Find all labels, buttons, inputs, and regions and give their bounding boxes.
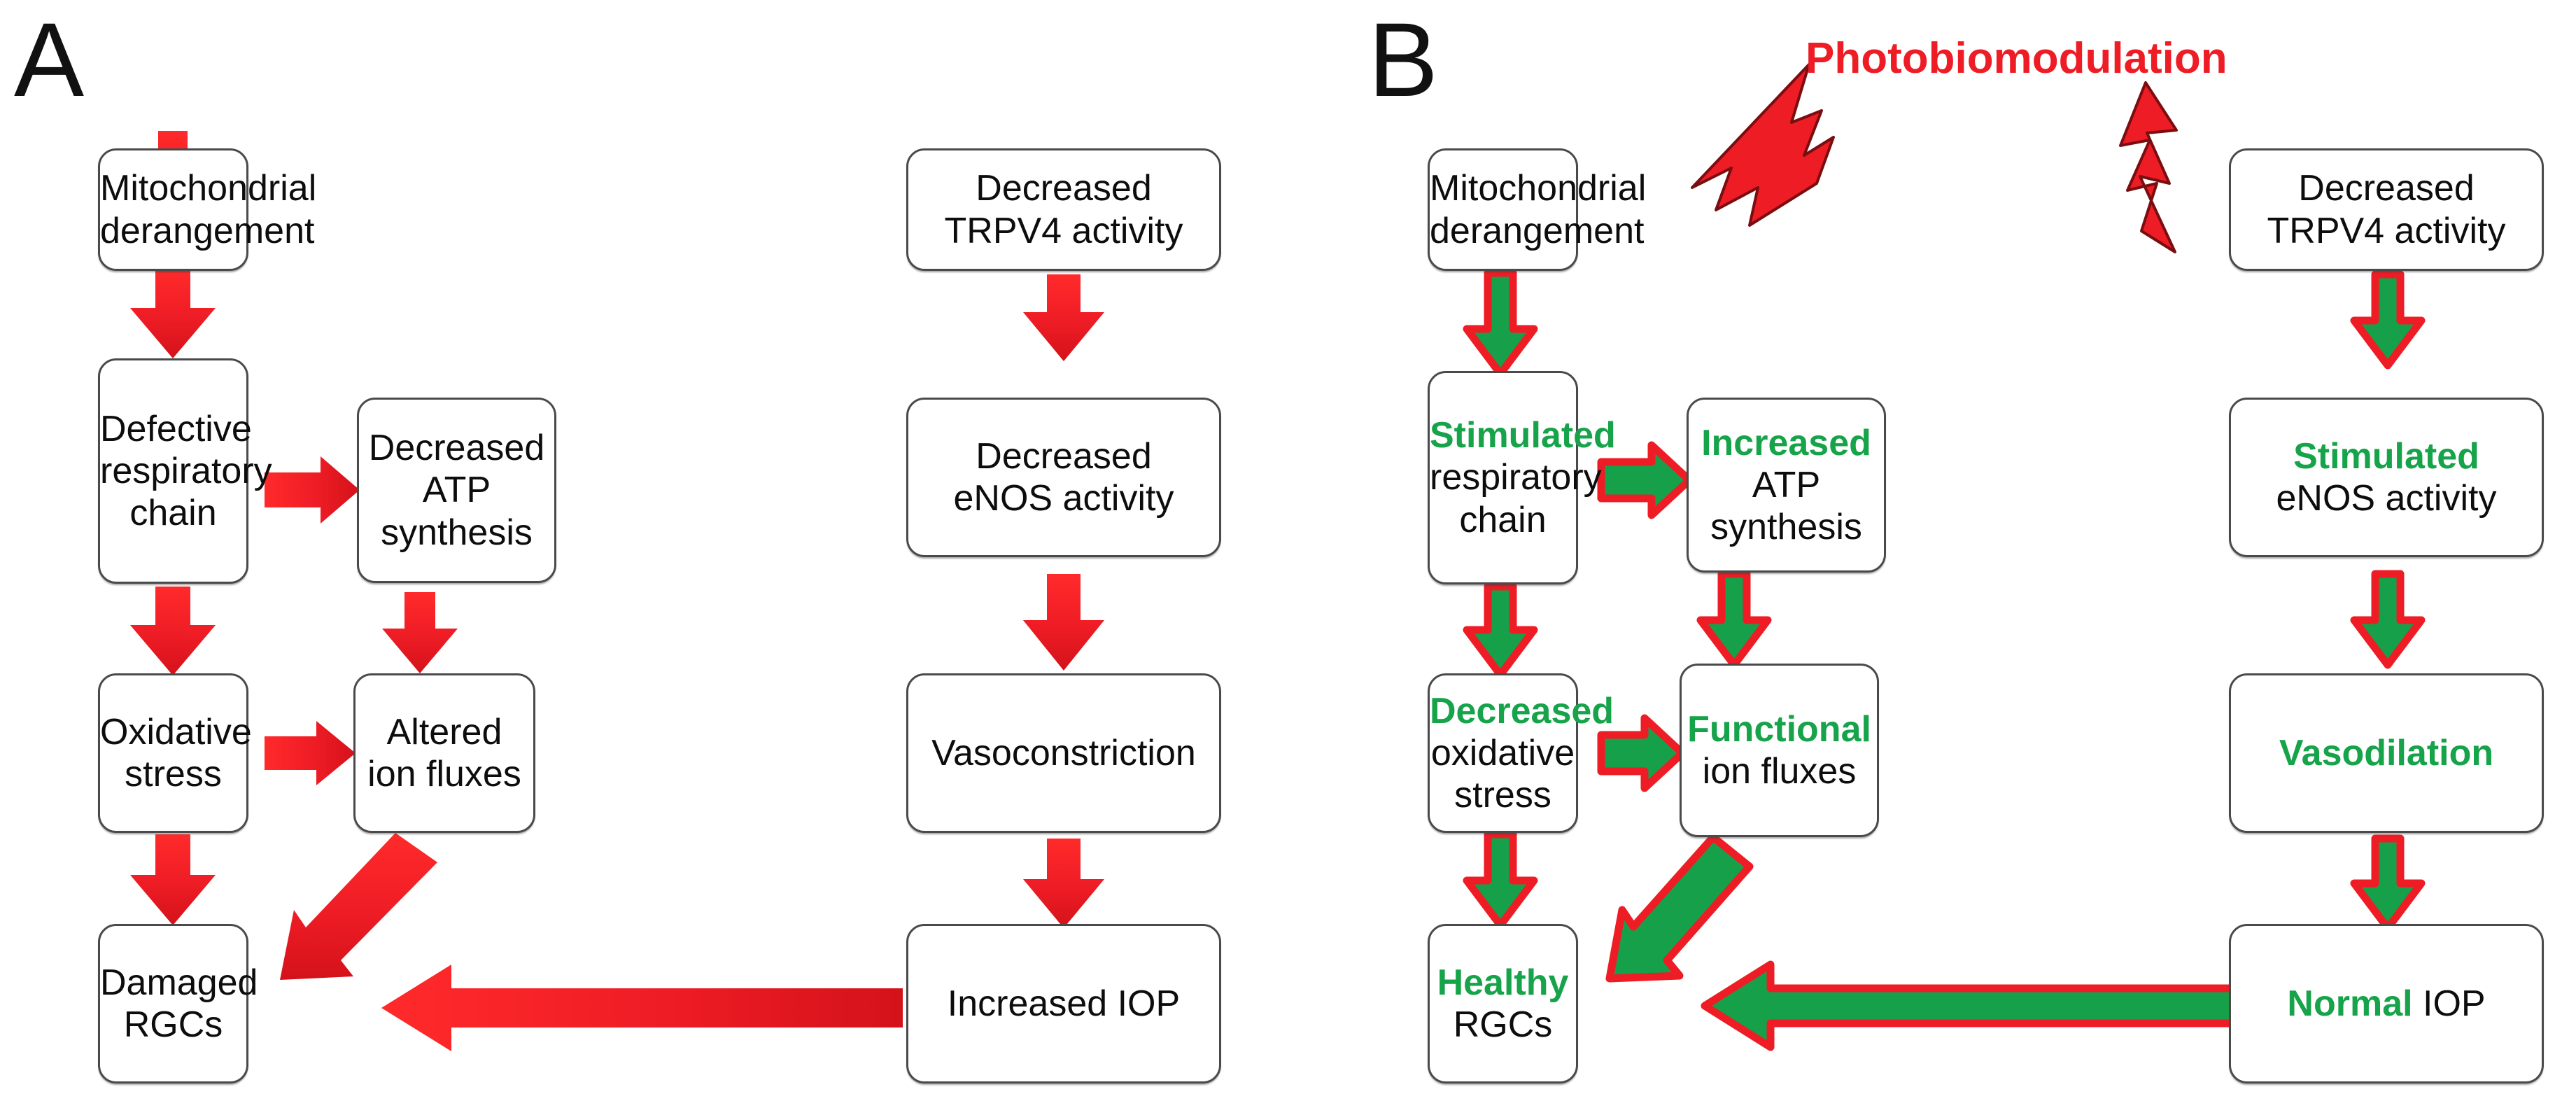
node-line: Increased IOP	[947, 983, 1181, 1024]
arrow-a1	[130, 269, 216, 358]
node-line-highlight: Stimulated	[2293, 435, 2479, 477]
node-line: stress	[1454, 775, 1551, 816]
node-a-decreased-atp-synthesis: Decreased ATP synthesis	[357, 398, 556, 583]
node-line: ion fluxes	[367, 754, 521, 794]
node-line: Decreased	[368, 428, 545, 469]
node-line: derangement	[1430, 210, 1645, 251]
node-a-increased-iop: Increased IOP	[906, 924, 1221, 1084]
arrow-a7	[280, 833, 437, 980]
node-line: derangement	[100, 210, 315, 251]
node-a-vasoconstriction: Vasoconstriction	[906, 673, 1221, 833]
arrow-a5	[265, 721, 356, 785]
node-line: eNOS activity	[953, 478, 1174, 519]
node-b-healthy-rgcs: Healthy RGCs	[1428, 924, 1578, 1084]
node-line-highlight: Normal	[2287, 983, 2413, 1024]
node-b-decreased-oxidative-stress: Decreased oxidative stress	[1428, 673, 1614, 833]
node-line: Damaged	[100, 962, 258, 1003]
node-line: RGCs	[1453, 1004, 1553, 1045]
arrow-b8	[2350, 270, 2426, 370]
arrow-a2	[265, 456, 360, 524]
node-line: TRPV4 activity	[2267, 210, 2506, 251]
arrow-b7	[1605, 833, 1754, 983]
node-b-stimulated-enos-activity: Stimulated eNOS activity	[2229, 398, 2544, 557]
node-a-decreased-enos-activity: Decreased eNOS activity	[906, 398, 1221, 557]
node-line: ion fluxes	[1702, 751, 1857, 792]
node-line: ATP synthesis	[381, 470, 533, 553]
arrow-a8	[1023, 274, 1104, 361]
node-line-highlight: Increased	[1701, 422, 1871, 463]
node-b-increased-atp-synthesis: Increased ATP synthesis	[1687, 398, 1886, 573]
node-line: respiratory	[1430, 457, 1602, 498]
node-line: eNOS activity	[2276, 478, 2497, 519]
arrow-b6	[1463, 830, 1538, 930]
node-a-decreased-trpv4-activity: Decreased TRPV4 activity	[906, 148, 1221, 271]
node-a-defective-respiratory-chain: Defective respiratory chain	[98, 358, 272, 584]
panel-letter-a: A	[14, 1, 84, 118]
node-b-vasodilation: Vasodilation	[2229, 673, 2544, 833]
arrow-a3	[130, 587, 216, 675]
photobiomodulation-title: Photobiomodulation	[1806, 34, 2227, 83]
node-line: RGCs	[123, 1004, 223, 1045]
node-line: IOP	[2412, 983, 2486, 1024]
arrow-b3	[1463, 582, 1538, 679]
node-line-highlight: Vasodilation	[2279, 732, 2494, 773]
arrow-b9	[2350, 570, 2426, 669]
node-line: Decreased	[2298, 168, 2475, 209]
node-line: Mitochondrial	[1430, 168, 1647, 209]
arrow-a6	[130, 834, 216, 925]
node-line: chain	[129, 493, 217, 534]
arrow-b4	[1696, 570, 1772, 669]
node-line: Vasoconstriction	[931, 732, 1196, 773]
node-line-highlight: Stimulated	[1430, 415, 1616, 456]
arrow-b1	[1463, 269, 1538, 378]
node-b-functional-ion-fluxes: Functional ion fluxes	[1680, 664, 1879, 837]
node-line: Defective	[100, 408, 252, 449]
node-line: stress	[125, 754, 222, 794]
node-line: ATP synthesis	[1710, 464, 1862, 548]
node-b-decreased-trpv4-activity: Decreased TRPV4 activity	[2229, 148, 2544, 271]
node-line: chain	[1459, 499, 1547, 540]
lightning-bolt-icon-left	[1691, 63, 1835, 227]
node-b-mitochondrial-derangement: Mitochondrial derangement	[1428, 148, 1647, 271]
node-line: Altered	[386, 711, 502, 752]
node-line: Decreased	[976, 168, 1152, 209]
node-a-mitochondrial-derangement: Mitochondrial derangement	[98, 148, 317, 271]
panel-letter-b: B	[1368, 1, 1438, 118]
node-line-highlight: Healthy	[1437, 962, 1569, 1003]
node-line-highlight: Functional	[1687, 708, 1871, 750]
arrow-a4	[382, 592, 458, 673]
arrow-b2	[1597, 441, 1694, 519]
arrow-a9	[1023, 574, 1104, 671]
node-line: respiratory	[100, 450, 272, 491]
node-line: Decreased	[976, 435, 1152, 477]
node-line: oxidative	[1430, 732, 1575, 773]
node-line: Oxidative	[100, 711, 252, 752]
lightning-bolt-icon-right	[2119, 81, 2178, 253]
node-a-oxidative-stress: Oxidative stress	[98, 673, 252, 833]
arrow-a11	[381, 965, 903, 1051]
node-a-damaged-rgcs: Damaged RGCs	[98, 924, 258, 1084]
arrow-a10	[1023, 839, 1104, 928]
arrow-b10	[2350, 834, 2426, 932]
node-line: Mitochondrial	[100, 168, 317, 209]
node-a-altered-ion-fluxes: Altered ion fluxes	[353, 673, 535, 833]
node-b-stimulated-respiratory-chain: Stimulated respiratory chain	[1428, 371, 1616, 584]
node-b-normal-iop: Normal IOP	[2229, 924, 2544, 1084]
node-line: TRPV4 activity	[944, 210, 1183, 251]
node-line-highlight: Decreased	[1430, 690, 1614, 731]
